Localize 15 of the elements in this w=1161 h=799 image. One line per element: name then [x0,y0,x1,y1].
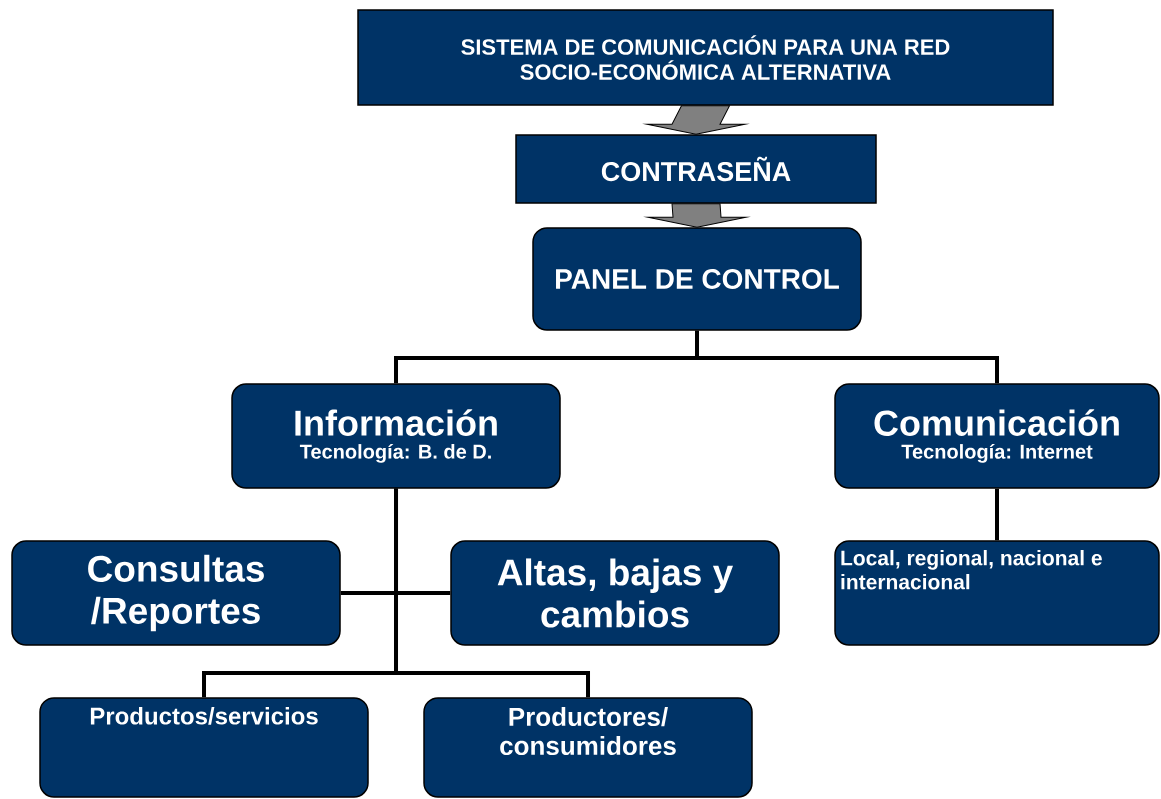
block-arrow [647,203,747,228]
connector-line [394,488,590,698]
connector-line [995,488,999,541]
rounded-box: Información Tecnología: B. de D. [231,383,561,489]
rounded-box: Local, regional, nacional e internacional [834,540,1160,646]
rounded-box: Productos/servicios [39,697,369,798]
title-box: CONTRASEÑA [515,134,877,204]
title-box: SISTEMA DE COMUNICACIÓN PARA UNA RED SOCIO-ECONÓMICA ALTERNATIVA [357,9,1054,106]
rounded-box: Consultas /Reportes [11,540,341,646]
rounded-box: Altas, bajas y cambios [450,540,780,646]
rounded-box: PANEL DE CONTROL [532,227,862,331]
connector-line [695,330,999,384]
block-arrow [646,105,746,135]
rounded-box: Comunicación Tecnología: Internet [834,383,1160,489]
rounded-box: Productores/ consumidores [423,697,753,798]
